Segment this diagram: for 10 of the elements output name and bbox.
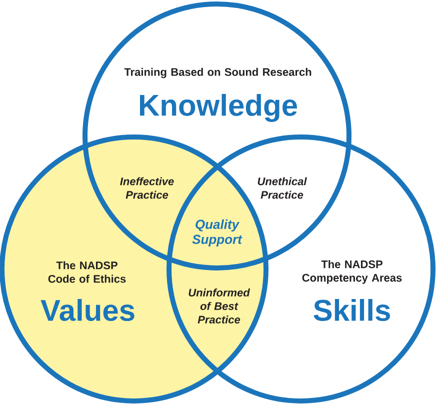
overlap-label: Quality Support [192, 219, 242, 247]
circle-heading: The NADSP Code of Ethics [48, 261, 126, 283]
overlap-label: Ineffective Practice [120, 177, 174, 199]
circle-title: Values [40, 298, 134, 321]
circle-title: Skills [314, 298, 390, 321]
circle-heading: The NADSP Competency Areas [302, 260, 402, 284]
circle-title: Knowledge [140, 94, 297, 122]
overlap-label: Unethical Practice [258, 177, 307, 199]
circle-heading: Training Based on Sound Research [124, 68, 312, 78]
overlap-label: Uninformed of Best Practice [188, 288, 250, 324]
